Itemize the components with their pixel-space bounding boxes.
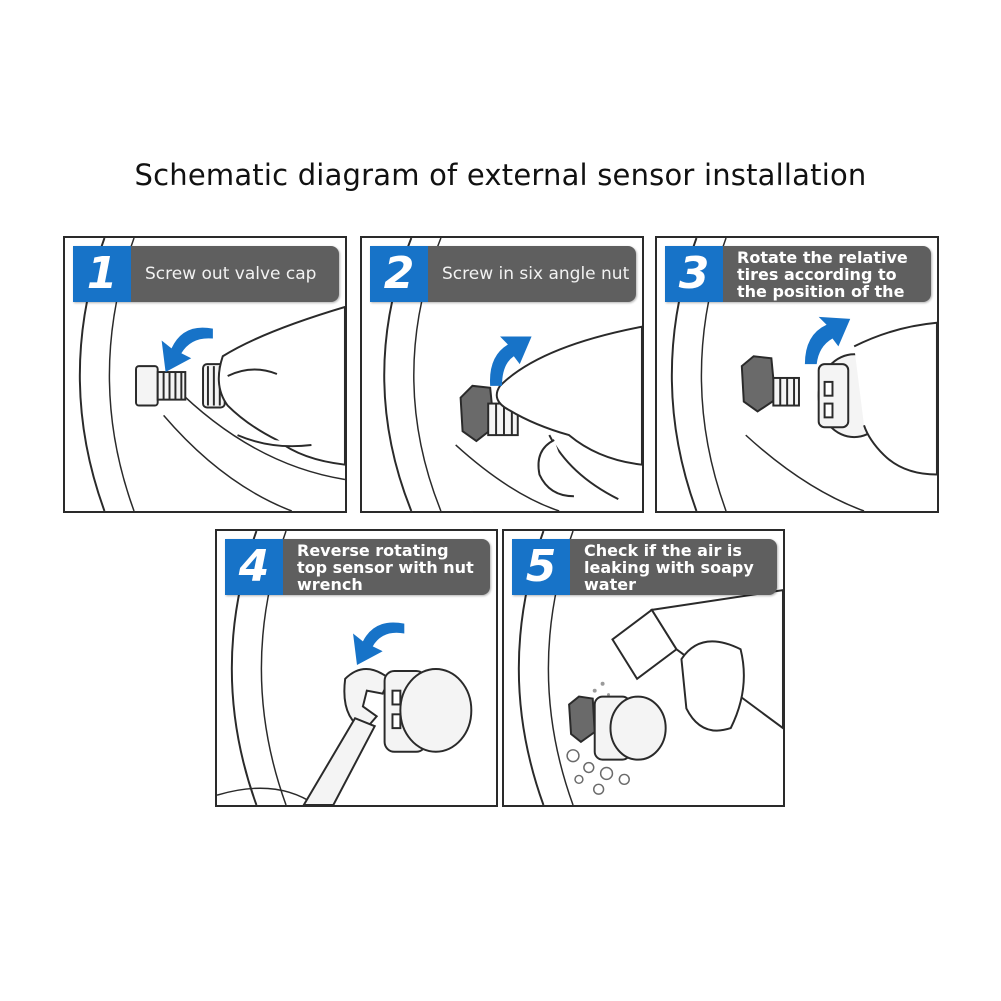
valve-stem-icon bbox=[135, 365, 187, 407]
sensor-cap-icon bbox=[383, 667, 473, 753]
blue-arrow-icon bbox=[804, 316, 851, 365]
step-panel-4: 4 Reverse rotating top sensor with nut w… bbox=[215, 529, 498, 807]
step-panel-2: 2 Screw in six angle nut bbox=[360, 236, 644, 513]
diagram-title: Schematic diagram of external sensor ins… bbox=[134, 158, 867, 192]
step-4-label: Reverse rotating top sensor with nut wre… bbox=[297, 541, 474, 594]
step-4-illustration bbox=[217, 531, 473, 805]
soap-foam bbox=[566, 749, 630, 795]
step-3-illustration bbox=[670, 238, 937, 511]
step-3-number: 3 bbox=[665, 246, 723, 302]
step-panel-5: 5 Check if the air is leaking with soapy… bbox=[502, 529, 785, 807]
step-2-banner: 2 Screw in six angle nut bbox=[370, 246, 636, 302]
step-4-number: 4 bbox=[225, 539, 283, 595]
blue-arrow-icon bbox=[161, 327, 213, 373]
step-2-number: 2 bbox=[370, 246, 428, 302]
step-panel-1: 1 Screw out valve cap bbox=[63, 236, 347, 513]
hex-nut-icon bbox=[740, 355, 800, 413]
blue-arrow-icon bbox=[489, 336, 532, 386]
step-5-label: Check if the air is leaking with soapy w… bbox=[584, 541, 754, 594]
blue-arrow-icon bbox=[353, 622, 405, 666]
step-5-illustration bbox=[517, 531, 783, 805]
hex-nut-icon bbox=[568, 695, 596, 744]
step-4-banner: 4 Reverse rotating top sensor with nut w… bbox=[225, 539, 490, 595]
step-1-illustration bbox=[78, 238, 345, 511]
step-3-label: Rotate the relative tires according to t… bbox=[737, 248, 908, 318]
hand-icon bbox=[853, 321, 937, 476]
wrench-icon bbox=[302, 668, 391, 805]
step-3-banner: 3 Rotate the relative tires according to… bbox=[665, 246, 931, 318]
step-5-banner: 5 Check if the air is leaking with soapy… bbox=[512, 539, 777, 595]
step-1-number: 1 bbox=[73, 246, 131, 302]
step-2-label: Screw in six angle nut bbox=[442, 264, 630, 284]
sensor-cap-icon bbox=[593, 695, 667, 761]
step-panel-3: 3 Rotate the relative tires according to… bbox=[655, 236, 939, 513]
step-5-number: 5 bbox=[512, 539, 570, 595]
hand-icon bbox=[217, 305, 345, 466]
spray-bottle-icon bbox=[611, 589, 783, 732]
step-1-label: Screw out valve cap bbox=[145, 264, 317, 284]
hand-icon bbox=[495, 325, 642, 501]
step-1-banner: 1 Screw out valve cap bbox=[73, 246, 339, 302]
